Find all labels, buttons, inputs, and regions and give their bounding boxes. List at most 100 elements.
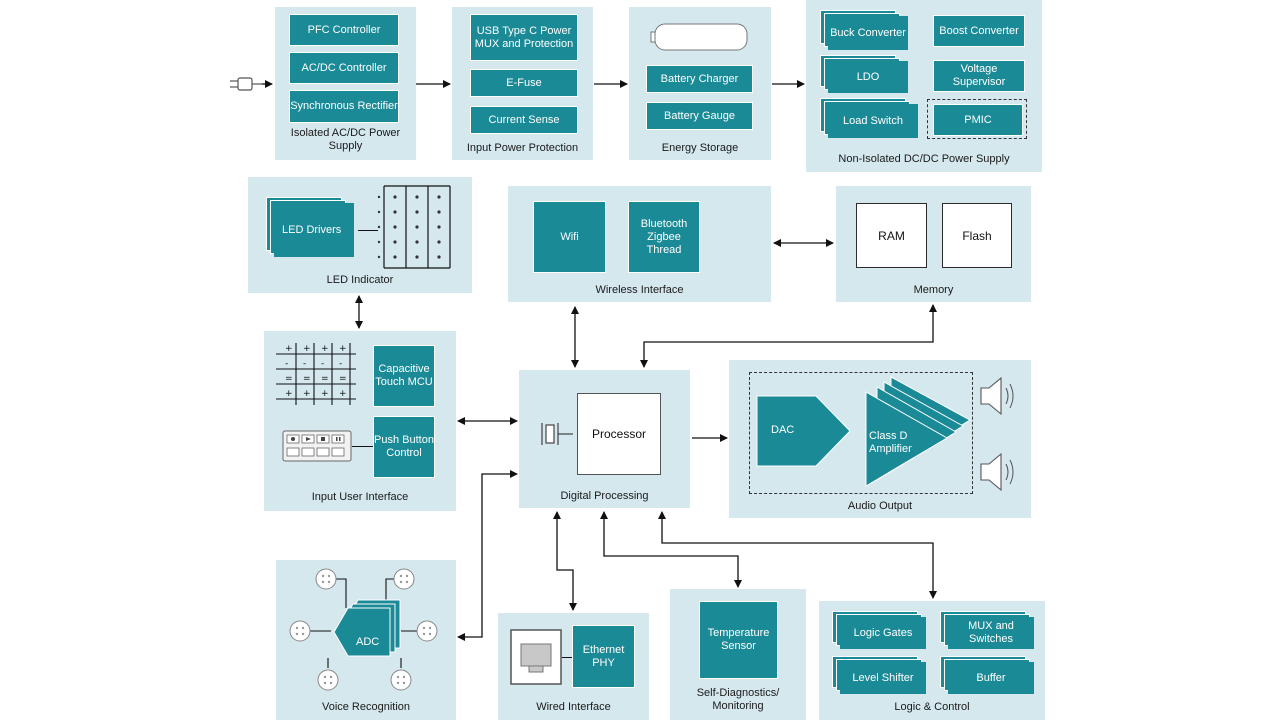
mux-switches-block[interactable]: MUX and Switches [948, 617, 1034, 649]
logic-caption: Logic & Control [894, 701, 970, 713]
level-shifter-label: Level Shifter [852, 671, 914, 684]
acdc-controller-block[interactable]: AC/DC Controller [289, 52, 399, 84]
wifi-block[interactable]: Wifi [533, 201, 606, 273]
energy-storage-caption: Energy Storage [661, 142, 739, 154]
buck-converter-block[interactable]: Buck Converter [828, 16, 908, 50]
mux-switches-label: MUX and Switches [968, 620, 1014, 645]
svg-text:+: + [285, 344, 293, 354]
processor-block[interactable]: Processor [577, 393, 661, 475]
sync-rectifier-block[interactable]: Synchronous Rectifier [289, 90, 399, 123]
svg-text:+: + [339, 389, 347, 399]
digital-diag-arrow [600, 511, 742, 588]
nonisolated-panel: Buck Converter Boost Converter LDO Volta… [806, 0, 1042, 172]
svg-text:-: - [339, 359, 342, 369]
memory-digital-arrow [640, 304, 937, 368]
flash-block[interactable]: Flash [942, 203, 1012, 268]
nonisolated-caption: Non-Isolated DC/DC Power Supply [838, 153, 1010, 165]
digital-logic-arrow [658, 511, 937, 599]
svg-text:+: + [303, 344, 311, 354]
pmic-dashed-frame [927, 99, 1027, 139]
efuse-block[interactable]: E-Fuse [470, 69, 578, 97]
battery-gauge-block[interactable]: Battery Gauge [646, 102, 753, 130]
input-ui-caption: Input User Interface [311, 491, 409, 503]
cap-touch-block[interactable]: Capacitive Touch MCU [373, 345, 435, 407]
svg-text:=: = [339, 374, 347, 384]
bluetooth-block[interactable]: Bluetooth Zigbee Thread [628, 201, 700, 273]
processor-label: Processor [591, 427, 647, 441]
svg-text:+: + [303, 389, 311, 399]
load-switch-block[interactable]: Load Switch [828, 104, 918, 138]
ac-plug-icon [230, 77, 262, 91]
svg-text:+: + [339, 344, 347, 354]
voltage-supervisor-label: Voltage Supervisor [952, 63, 1006, 88]
push-button-block[interactable]: Push Button Control [373, 416, 435, 478]
led-drivers-block[interactable]: LED Drivers [274, 203, 354, 257]
temperature-sensor-label: Temperature Sensor [707, 627, 770, 652]
wired-caption: Wired Interface [536, 701, 611, 713]
voice-caption: Voice Recognition [321, 701, 411, 713]
ldo-block[interactable]: LDO [828, 61, 908, 93]
led-connect-line [358, 230, 378, 231]
battery-charger-block[interactable]: Battery Charger [646, 65, 753, 93]
usb-typec-label: USB Type C Power MUX and Protection [474, 24, 574, 50]
current-sense-block[interactable]: Current Sense [470, 106, 578, 134]
logic-gates-label: Logic Gates [853, 626, 913, 639]
pmic-block[interactable]: PMIC [933, 104, 1023, 136]
wifi-label: Wifi [560, 230, 579, 243]
amplifier-triangles[interactable] [865, 376, 985, 488]
touch-grid-icon: ++++ ---- ==== ++++ [276, 343, 356, 405]
svg-text:-: - [303, 359, 306, 369]
dac-label: DAC [771, 424, 795, 436]
led-indicator-caption: LED Indicator [326, 274, 394, 286]
push-button-label: Push Button Control [374, 434, 434, 459]
input-protection-panel: USB Type C Power MUX and Protection E-Fu… [452, 7, 593, 160]
svg-text:-: - [321, 359, 324, 369]
voltage-supervisor-block[interactable]: Voltage Supervisor [933, 60, 1025, 92]
ethernet-phy-block[interactable]: Ethernet PHY [572, 625, 635, 688]
usb-typec-block[interactable]: USB Type C Power MUX and Protection [470, 14, 578, 61]
diagnostics-panel: Temperature Sensor Self-Diagnostics/ Mon… [670, 589, 806, 720]
boost-converter-block[interactable]: Boost Converter [933, 15, 1025, 47]
led-indicator-panel: LED Drivers LED Indicator [248, 177, 472, 293]
adc-label: ADC [356, 636, 380, 648]
microphone-network [289, 568, 438, 691]
wireless-caption: Wireless Interface [595, 284, 684, 296]
cap-touch-label: Capacitive Touch MCU [375, 363, 433, 388]
speaker-icon-bottom [980, 452, 1014, 492]
level-shifter-block[interactable]: Level Shifter [840, 662, 926, 694]
current-sense-label: Current Sense [488, 113, 560, 126]
load-switch-label: Load Switch [843, 114, 903, 127]
flash-label: Flash [962, 228, 992, 243]
ram-block[interactable]: RAM [856, 203, 927, 268]
battery-icon [650, 23, 748, 51]
audio-dashed-frame [749, 372, 973, 494]
dac-triangle[interactable] [756, 395, 856, 475]
digital-caption: Digital Processing [560, 490, 649, 502]
speaker-icon-top [980, 376, 1014, 416]
sync-rectifier-label: Synchronous Rectifier [290, 100, 398, 112]
digital-panel: Processor Digital Processing [519, 370, 690, 508]
wired-connect-line [562, 657, 572, 658]
logic-panel: Logic Gates MUX and Switches Level Shift… [819, 601, 1045, 720]
memory-panel: RAM Flash Memory [836, 186, 1031, 302]
svg-text:+: + [285, 389, 293, 399]
pmic-label: PMIC [964, 113, 992, 126]
battery-charger-label: Battery Charger [660, 72, 739, 85]
logic-gates-block[interactable]: Logic Gates [840, 617, 926, 649]
temperature-sensor-block[interactable]: Temperature Sensor [699, 601, 778, 679]
svg-text:+: + [321, 389, 329, 399]
svg-text:-: - [285, 359, 288, 369]
wireless-panel: Wifi Bluetooth Zigbee Thread Wireless In… [508, 186, 771, 302]
led-matrix-icon [377, 185, 451, 269]
led-drivers-label: LED Drivers [282, 223, 342, 236]
crystal-icon [541, 423, 573, 445]
memory-caption: Memory [913, 284, 954, 296]
boost-converter-label: Boost Converter [939, 24, 1019, 37]
battery-gauge-label: Battery Gauge [664, 109, 735, 122]
push-button-panel-icon [282, 430, 352, 462]
buffer-block[interactable]: Buffer [948, 662, 1034, 694]
acdc-controller-label: AC/DC Controller [301, 61, 387, 74]
pfc-controller-block[interactable]: PFC Controller [289, 14, 399, 46]
ethernet-phy-label: Ethernet PHY [582, 643, 625, 669]
isolated-acdc-caption: Isolated AC/DC Power Supply [290, 127, 401, 152]
